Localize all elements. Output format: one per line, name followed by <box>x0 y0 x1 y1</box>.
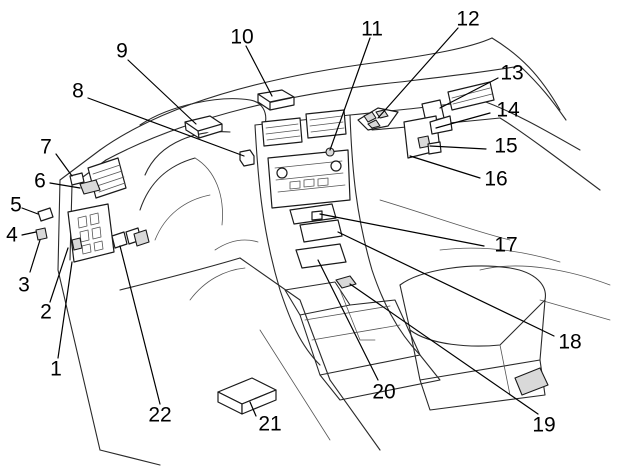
callout-17: 17 <box>494 234 517 257</box>
callout-20: 20 <box>372 381 395 404</box>
callout-5: 5 <box>10 194 22 217</box>
part-12-relay-block <box>357 107 399 131</box>
callout-3: 3 <box>18 274 30 297</box>
callout-7: 7 <box>40 136 52 159</box>
leader-lines <box>21 27 555 417</box>
part-9-module <box>184 115 223 139</box>
audio-climate-panel <box>267 149 351 209</box>
part-4-relay <box>35 227 48 241</box>
callout-6: 6 <box>34 170 46 193</box>
part-14-15-16-bracket <box>403 115 453 159</box>
part-22-relays <box>111 227 150 249</box>
callout-2: 2 <box>40 301 52 324</box>
center-vents <box>261 109 347 147</box>
callout-1: 1 <box>50 358 62 381</box>
callout-18: 18 <box>558 331 581 354</box>
part-1-2-junction-block <box>67 203 115 263</box>
callout-8: 8 <box>72 80 84 103</box>
right-vent <box>447 81 495 111</box>
callout-13: 13 <box>500 62 523 85</box>
callout-10: 10 <box>230 26 253 49</box>
callout-4: 4 <box>6 224 18 247</box>
callout-14: 14 <box>496 99 520 122</box>
part-5-relay <box>37 207 54 222</box>
callout-15: 15 <box>494 135 517 158</box>
part-8-sensor <box>239 149 255 167</box>
part-6-relay <box>79 179 101 195</box>
callout-21: 21 <box>258 413 281 436</box>
part-21-module <box>217 377 277 415</box>
part-7-relay <box>69 172 85 186</box>
callout-22: 22 <box>148 404 171 427</box>
callout-9: 9 <box>116 40 128 63</box>
callout-16: 16 <box>484 168 507 191</box>
callout-11: 11 <box>361 18 383 41</box>
part-17-unit <box>289 203 337 225</box>
callout-labels: 1 2 3 4 5 6 7 8 9 10 11 12 13 14 15 16 1… <box>6 8 582 437</box>
callout-12: 12 <box>456 8 479 31</box>
part-11-sensor <box>325 147 335 157</box>
part-20-tray <box>295 243 347 269</box>
callout-19: 19 <box>532 414 555 437</box>
part-18-unit <box>299 219 343 243</box>
part-10-module <box>257 89 295 111</box>
center-console <box>284 265 549 411</box>
